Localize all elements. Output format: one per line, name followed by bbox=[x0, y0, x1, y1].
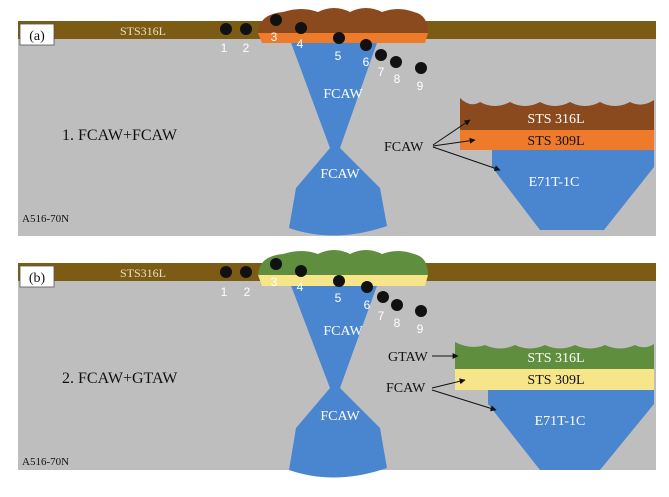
point-label: 8 bbox=[394, 316, 401, 330]
point-marker bbox=[240, 266, 252, 278]
inset-top-layer-label: STS 316L bbox=[527, 112, 584, 127]
point-marker bbox=[333, 275, 345, 287]
leader-arrow bbox=[432, 137, 476, 147]
inset-root-layer-label: E71T-1C bbox=[535, 414, 586, 429]
point-label: 3 bbox=[271, 30, 278, 44]
inset-middle-process-label: FCAW bbox=[386, 381, 426, 396]
measurement-points bbox=[220, 14, 427, 74]
lower-fill-label: FCAW bbox=[320, 409, 360, 424]
process-title: 2. FCAW+GTAW bbox=[62, 370, 178, 387]
panel-label: (a) bbox=[29, 29, 45, 44]
point-label: 2 bbox=[244, 285, 251, 299]
leader-arrow bbox=[431, 378, 466, 389]
point-label: 6 bbox=[364, 298, 371, 312]
point-marker bbox=[415, 62, 427, 74]
inset-root-layer bbox=[492, 150, 654, 230]
panel-b: (b) STS316L 2. FCAW+GTAW A516-70N FCAW F… bbox=[18, 250, 656, 478]
point-marker bbox=[220, 266, 232, 278]
point-marker bbox=[295, 265, 307, 277]
inset-top-process-label: GTAW bbox=[388, 350, 429, 365]
point-marker bbox=[240, 23, 252, 35]
upper-fill-label: FCAW bbox=[323, 87, 363, 102]
base-metal-label: A516-70N bbox=[22, 213, 69, 225]
panel-label: (b) bbox=[29, 271, 46, 286]
inset-sts316l bbox=[455, 342, 654, 369]
process-title: 1. FCAW+FCAW bbox=[62, 127, 178, 144]
upper-fill-label: FCAW bbox=[323, 324, 363, 339]
point-marker bbox=[270, 258, 282, 270]
point-label: 1 bbox=[221, 285, 228, 299]
inset-middle-layer-label: STS 309L bbox=[527, 134, 584, 149]
point-label: 5 bbox=[335, 291, 342, 305]
inset-sts309l bbox=[455, 369, 654, 390]
point-label: 9 bbox=[417, 322, 424, 336]
point-marker bbox=[333, 32, 345, 44]
point-label: 5 bbox=[335, 49, 342, 63]
point-marker bbox=[361, 281, 373, 293]
leader-arrow bbox=[432, 119, 471, 146]
point-marker bbox=[390, 56, 402, 68]
point-label: 4 bbox=[297, 37, 304, 51]
sts316l-cap bbox=[258, 8, 428, 33]
point-marker bbox=[220, 23, 232, 35]
inset-top-layer-label: STS 316L bbox=[527, 351, 584, 366]
inset-root-layer bbox=[488, 390, 654, 470]
leader-arrow bbox=[432, 146, 501, 172]
root-weld-fill bbox=[289, 283, 387, 478]
inset-root-layer-label: E71T-1C bbox=[529, 175, 580, 190]
measurement-points bbox=[220, 258, 427, 317]
point-label: 9 bbox=[417, 79, 424, 93]
point-marker bbox=[375, 49, 387, 61]
inset-sts316l bbox=[460, 98, 654, 130]
sts316l-cap bbox=[258, 250, 428, 275]
point-marker bbox=[295, 22, 307, 34]
point-label: 2 bbox=[243, 41, 250, 55]
leader-arrow bbox=[431, 389, 497, 412]
inset-detail: STS 316L STS 309L E71T-1C FCAW bbox=[384, 98, 654, 230]
point-label: 3 bbox=[271, 275, 278, 289]
root-weld-fill bbox=[289, 40, 387, 236]
point-marker bbox=[391, 299, 403, 311]
point-label: 8 bbox=[394, 72, 401, 86]
inset-middle-layer-label: STS 309L bbox=[527, 373, 584, 388]
point-label: 6 bbox=[363, 55, 370, 69]
point-marker bbox=[360, 39, 372, 51]
point-label: 1 bbox=[221, 41, 228, 55]
inset-process-label: FCAW bbox=[384, 140, 424, 155]
cladding-label: STS316L bbox=[120, 266, 166, 280]
point-label: 7 bbox=[378, 309, 385, 323]
point-label: 7 bbox=[378, 65, 385, 79]
base-metal-label: A516-70N bbox=[22, 456, 69, 468]
inset-sts309l bbox=[460, 130, 654, 150]
panel-a: (a) STS316L 1. FCAW+FCAW A516-70N FCAW F… bbox=[18, 8, 656, 236]
point-labels: 1 2 3 4 5 6 7 8 9 bbox=[221, 275, 424, 336]
point-labels: 1 2 3 4 5 6 7 8 9 bbox=[221, 30, 424, 93]
cladding-label: STS316L bbox=[120, 24, 166, 38]
point-marker bbox=[415, 305, 427, 317]
point-marker bbox=[270, 14, 282, 26]
inset-detail: STS 316L STS 309L E71T-1C GTAW FCAW bbox=[386, 342, 654, 470]
point-marker bbox=[377, 291, 389, 303]
lower-fill-label: FCAW bbox=[320, 167, 360, 182]
point-label: 4 bbox=[297, 280, 304, 294]
